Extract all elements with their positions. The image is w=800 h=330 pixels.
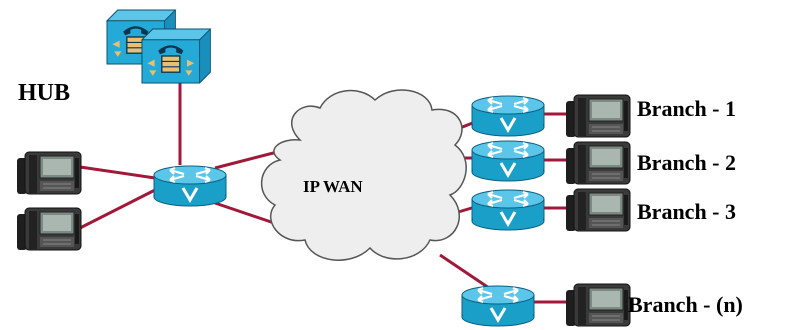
ip-phone-icon — [565, 283, 631, 327]
branch-label-3: Branch - 3 — [637, 199, 736, 224]
branch-label-n: Branch - (n) — [628, 292, 743, 317]
ip-phone-icon — [565, 188, 631, 232]
link-hub-wan-lower — [214, 201, 281, 227]
router-icon — [470, 188, 546, 232]
branch-label-1: Branch - 1 — [637, 96, 736, 121]
link-wan-branchn — [439, 253, 496, 294]
ip-phone-icon — [16, 207, 82, 251]
wan-label: IP WAN — [303, 177, 363, 196]
link-phone1-hub — [79, 165, 156, 180]
ip-phone-icon — [565, 141, 631, 185]
cloud-icon — [260, 89, 467, 261]
hub-label: HUB — [18, 80, 71, 106]
ip-phone-icon — [16, 151, 82, 195]
link-phone2-hub — [79, 188, 156, 230]
call-manager-icon — [106, 9, 212, 84]
router-icon — [470, 139, 546, 183]
router-icon — [460, 284, 536, 328]
hub-router-icon — [152, 164, 228, 208]
branch-label-2: Branch - 2 — [637, 150, 736, 175]
link-hub-wan-upper — [214, 148, 286, 170]
router-icon — [470, 94, 546, 138]
ip-phone-icon — [565, 94, 631, 138]
